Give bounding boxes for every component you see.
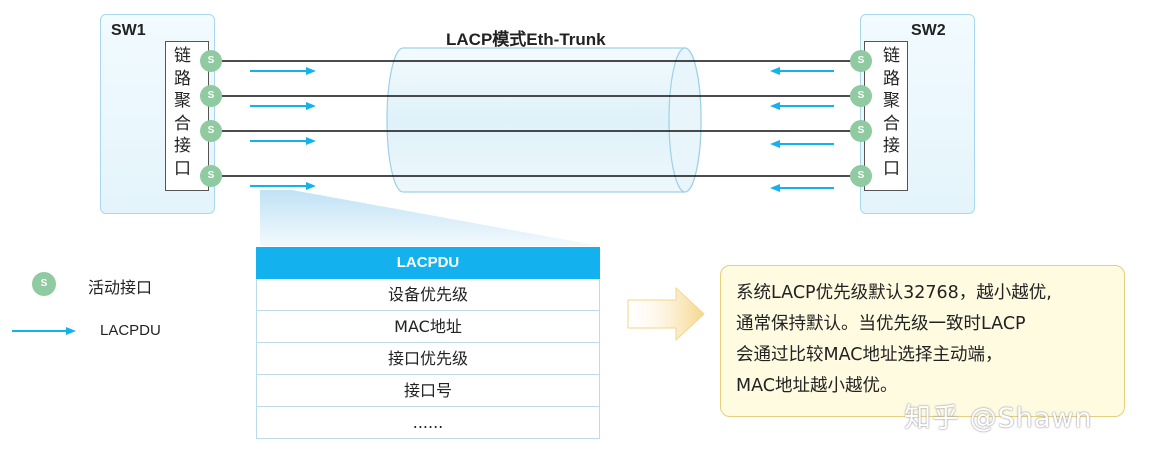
lacpdu-arrows-out — [250, 67, 316, 190]
priority-note: 系统LACP优先级默认32768，越小越优, 通常保持默认。当优先级一致时LAC… — [720, 265, 1125, 417]
sw1-port-2: S — [200, 85, 222, 107]
lacpdu-arrows-in — [770, 67, 834, 192]
legend-lacpdu-label: LACPDU — [100, 322, 161, 339]
lacpdu-arrow-icon — [770, 102, 834, 110]
lacpdu-table-header: LACPDU — [256, 247, 600, 279]
lacpdu-arrow-icon — [250, 67, 316, 75]
lacpdu-row-device-priority: 设备优先级 — [256, 279, 600, 311]
watermark: 知乎 @Shawn — [904, 403, 1093, 434]
lacpdu-arrow-icon — [250, 102, 316, 110]
link-lines — [222, 60, 852, 177]
lacpdu-arrow-icon — [770, 140, 834, 148]
lacpdu-row-port-priority: 接口优先级 — [256, 343, 600, 375]
pdu-expand-beam — [260, 190, 600, 246]
sw2-aggregate-label: 链路聚合接口 — [883, 46, 900, 179]
sw2-port-3: S — [850, 120, 872, 142]
lacpdu-row-ellipsis: ...... — [256, 407, 600, 439]
sw1-port-4: S — [200, 165, 222, 187]
lacpdu-row-port-number: 接口号 — [256, 375, 600, 407]
note-line-1: 系统LACP优先级默认32768，越小越优, — [736, 283, 1052, 303]
note-line-3: 会通过比较MAC地址选择主动端， — [736, 345, 1003, 365]
sw1-port-3: S — [200, 120, 222, 142]
switch-sw1-name: SW1 — [111, 22, 146, 39]
legend-port-icon: S — [32, 272, 56, 296]
switch-sw2-name: SW2 — [911, 22, 946, 39]
note-line-4: MAC地址越小越优。 — [736, 376, 898, 396]
lacpdu-arrow-icon — [250, 182, 316, 190]
sw2-aggregate-interface — [864, 41, 908, 191]
callout-arrow-icon — [627, 286, 705, 342]
note-line-2: 通常保持默认。当优先级一致时LACP — [736, 314, 1026, 334]
sw2-port-2: S — [850, 85, 872, 107]
lacpdu-row-mac: MAC地址 — [256, 311, 600, 343]
legend-active-port-label: 活动接口 — [88, 278, 153, 297]
legend-arrow-icon — [12, 327, 76, 335]
sw1-aggregate-label: 链路聚合接口 — [174, 46, 191, 179]
lacpdu-arrow-icon — [770, 184, 834, 192]
lacpdu-arrow-icon — [250, 137, 316, 145]
lacpdu-arrow-icon — [770, 67, 834, 75]
lacpdu-table: LACPDU 设备优先级 MAC地址 接口优先级 接口号 ...... — [256, 247, 600, 439]
eth-trunk-cylinder-icon — [386, 47, 702, 193]
sw1-port-1: S — [200, 50, 222, 72]
diagram-title: LACP模式Eth-Trunk — [446, 30, 606, 49]
sw2-port-4: S — [850, 165, 872, 187]
sw2-port-1: S — [850, 50, 872, 72]
